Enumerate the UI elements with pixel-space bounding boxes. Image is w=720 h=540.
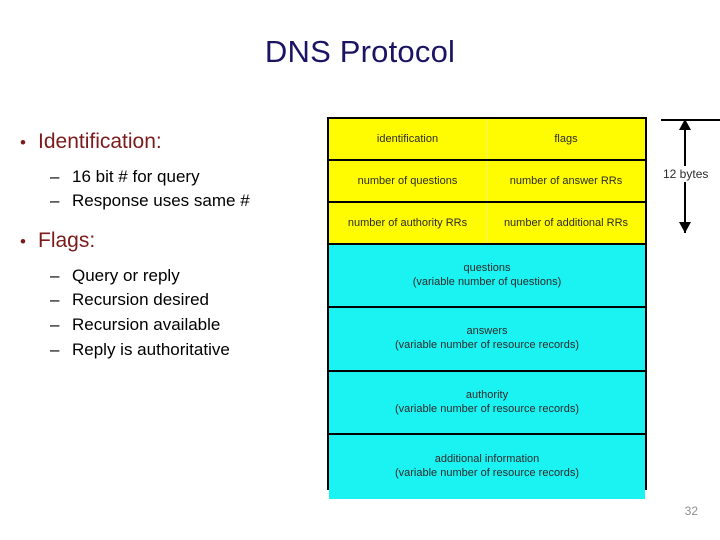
dns-field-num-authority-rrs: number of authority RRs: [329, 203, 487, 243]
bullet-level1-identification: • Identification:: [16, 128, 326, 156]
dash-marker-icon: –: [50, 265, 60, 285]
bullet-level2-label: 16 bit # for query: [72, 166, 200, 186]
dns-section-questions: questions (variable number of questions): [329, 245, 645, 308]
dash-marker-icon: –: [50, 315, 60, 334]
dns-field-flags: flags: [554, 132, 578, 145]
dns-section-subtitle: (variable number of resource records): [394, 402, 580, 415]
dns-header-row: identification flags: [329, 119, 645, 161]
dash-marker-icon: –: [50, 290, 60, 310]
bullet-level1-flags: • Flags:: [16, 227, 326, 255]
spacer: [16, 158, 326, 165]
dash-marker-icon: –: [50, 166, 60, 186]
bullet-level1-label: Identification:: [38, 130, 162, 153]
annotation-label: 12 bytes: [661, 166, 711, 182]
page-number: 32: [684, 504, 698, 518]
dns-section-subtitle: (variable number of questions): [412, 275, 562, 288]
dns-field-num-questions: number of questions: [329, 161, 487, 201]
dns-field-num-answer-rrs: number of answer RRs: [509, 174, 623, 187]
bullet-level2-item: – Reply is authoritative: [16, 338, 326, 363]
bullet-marker-icon: •: [20, 133, 26, 152]
dns-section-authority: authority (variable number of resource r…: [329, 372, 645, 435]
bullet-marker-icon: •: [20, 232, 26, 251]
dns-field-identification: identification: [329, 119, 487, 159]
dns-header-row: number of questions number of answer RRs: [329, 161, 645, 203]
dns-header-row: number of authority RRs number of additi…: [329, 203, 645, 245]
dns-section-title: authority: [465, 388, 509, 401]
dns-section-title: answers: [466, 325, 508, 338]
bullet-level1-label: Flags:: [38, 229, 96, 252]
dns-message-diagram: identification flags number of questions…: [327, 117, 647, 499]
dash-marker-icon: –: [50, 339, 60, 359]
dns-section-subtitle: (variable number of resource records): [394, 467, 580, 479]
bullet-level2-label: Response uses same #: [72, 191, 250, 211]
bullet-level2-item: – Query or reply: [16, 264, 326, 289]
bullet-level2-item: – 16 bit # for query: [16, 165, 326, 190]
bullet-level2-label: Reply is authoritative: [72, 339, 230, 359]
dns-section-title: questions: [463, 261, 511, 274]
spacer: [16, 214, 326, 227]
bullet-level2-label: Recursion desired: [72, 290, 210, 310]
dns-section-subtitle: (variable number of resource records): [394, 339, 580, 351]
bullet-level2-label: Query or reply: [72, 265, 180, 285]
dns-section-answers: answers (variable number of resource rec…: [329, 308, 645, 372]
dns-section-title: additional information: [434, 453, 540, 466]
dash-marker-icon: –: [50, 191, 60, 211]
page-title: DNS Protocol: [264, 34, 456, 69]
header-size-annotation: 12 bytes: [655, 112, 720, 242]
arrow-up-icon: [679, 119, 691, 130]
bullet-level2-item: – Recursion available: [16, 313, 326, 338]
bullet-level2-item: – Recursion desired: [16, 288, 326, 313]
dns-section-additional-information: additional information (variable number …: [329, 435, 645, 499]
bullet-level2-item: – Response uses same #: [16, 189, 326, 214]
spacer: [16, 257, 326, 264]
dns-field-num-additional-rrs: number of additional RRs: [503, 216, 629, 229]
arrow-down-icon: [679, 222, 691, 233]
bullet-level2-label: Recursion available: [72, 315, 221, 334]
bullet-list: • Identification: – 16 bit # for query –…: [16, 128, 326, 362]
